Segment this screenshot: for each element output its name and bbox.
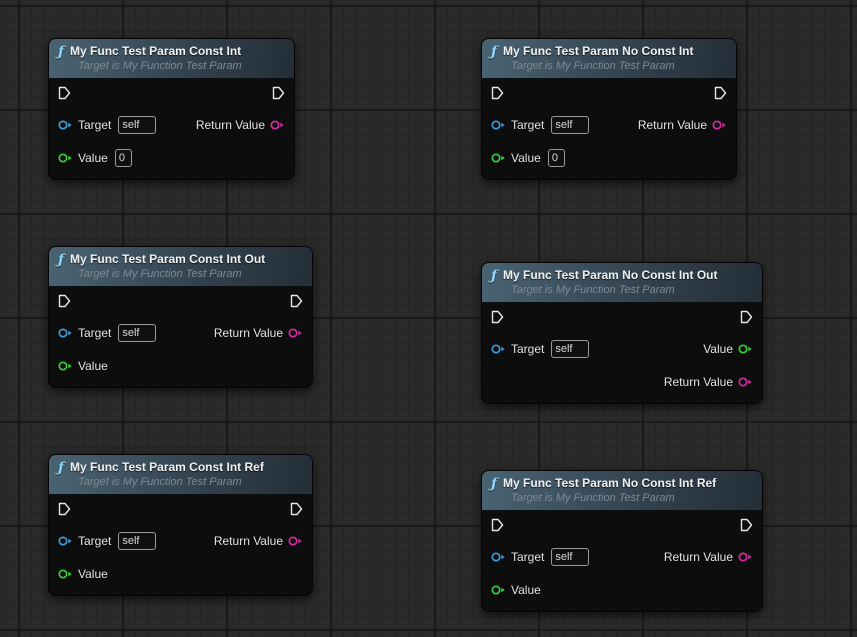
target-pin-label: Target bbox=[511, 118, 545, 132]
node-my-func-test-param-no-const-int[interactable]: ƒ My Func Test Param No Const Int Target… bbox=[481, 38, 737, 180]
exec-output-pin[interactable] bbox=[740, 518, 753, 532]
target-self-input[interactable] bbox=[118, 324, 157, 342]
node-body: Target Return Value Value bbox=[49, 287, 312, 387]
return-value-pin[interactable] bbox=[712, 119, 727, 131]
value-output-label: Value bbox=[703, 342, 733, 356]
exec-input-pin[interactable] bbox=[491, 518, 504, 532]
node-subtitle: Target is My Function Test Param bbox=[511, 60, 675, 72]
node-subtitle: Target is My Function Test Param bbox=[511, 284, 675, 296]
exec-input-pin[interactable] bbox=[58, 86, 71, 100]
target-self-input[interactable] bbox=[118, 532, 157, 550]
node-subtitle: Target is My Function Test Param bbox=[511, 492, 675, 504]
target-pin[interactable] bbox=[58, 535, 73, 547]
target-pin-label: Target bbox=[511, 342, 545, 356]
node-body: Target Return Value Value bbox=[482, 79, 736, 179]
node-title: My Func Test Param Const Int bbox=[70, 44, 242, 58]
node-subtitle: Target is My Function Test Param bbox=[78, 268, 242, 280]
exec-output-pin[interactable] bbox=[290, 294, 303, 308]
return-value-pin[interactable] bbox=[288, 535, 303, 547]
return-value-label: Return Value bbox=[637, 118, 707, 132]
node-title: My Func Test Param Const Int Out bbox=[70, 252, 266, 266]
function-icon: ƒ bbox=[491, 43, 498, 60]
exec-output-pin[interactable] bbox=[290, 502, 303, 516]
exec-input-pin[interactable] bbox=[58, 294, 71, 308]
node-title: My Func Test Param No Const Int bbox=[503, 44, 694, 58]
value-pin-label: Value bbox=[511, 151, 541, 165]
return-value-label: Return Value bbox=[663, 550, 733, 564]
value-pin-label: Value bbox=[511, 583, 541, 597]
return-value-pin[interactable] bbox=[270, 119, 285, 131]
node-my-func-test-param-const-int-ref[interactable]: ƒ My Func Test Param Const Int Ref Targe… bbox=[48, 454, 313, 596]
value-output-pin[interactable] bbox=[738, 343, 753, 355]
node-my-func-test-param-const-int-out[interactable]: ƒ My Func Test Param Const Int Out Targe… bbox=[48, 246, 313, 388]
function-icon: ƒ bbox=[58, 459, 65, 476]
node-header[interactable]: ƒ My Func Test Param Const Int Target is… bbox=[49, 39, 294, 79]
target-pin[interactable] bbox=[491, 551, 506, 563]
value-pin[interactable] bbox=[58, 568, 73, 580]
node-subtitle: Target is My Function Test Param bbox=[78, 60, 242, 72]
exec-output-pin[interactable] bbox=[714, 86, 727, 100]
return-value-label: Return Value bbox=[663, 375, 733, 389]
exec-input-pin[interactable] bbox=[491, 86, 504, 100]
node-body: Target Return Value Value bbox=[482, 511, 762, 611]
node-header[interactable]: ƒ My Func Test Param No Const Int Out Ta… bbox=[482, 263, 762, 303]
value-input[interactable] bbox=[114, 149, 132, 167]
target-pin[interactable] bbox=[491, 343, 506, 355]
exec-input-pin[interactable] bbox=[491, 310, 504, 324]
exec-output-pin[interactable] bbox=[272, 86, 285, 100]
target-pin[interactable] bbox=[58, 119, 73, 131]
return-value-label: Return Value bbox=[195, 118, 265, 132]
value-pin[interactable] bbox=[58, 152, 73, 164]
function-icon: ƒ bbox=[491, 475, 498, 492]
exec-output-pin[interactable] bbox=[740, 310, 753, 324]
target-pin[interactable] bbox=[491, 119, 506, 131]
function-icon: ƒ bbox=[58, 43, 65, 60]
target-pin-label: Target bbox=[78, 534, 112, 548]
target-self-input[interactable] bbox=[118, 116, 157, 134]
node-my-func-test-param-no-const-int-out[interactable]: ƒ My Func Test Param No Const Int Out Ta… bbox=[481, 262, 763, 404]
target-pin[interactable] bbox=[58, 327, 73, 339]
return-value-label: Return Value bbox=[213, 326, 283, 340]
target-pin-label: Target bbox=[78, 118, 112, 132]
node-header[interactable]: ƒ My Func Test Param No Const Int Target… bbox=[482, 39, 736, 79]
value-input[interactable] bbox=[547, 149, 565, 167]
node-subtitle: Target is My Function Test Param bbox=[78, 476, 242, 488]
value-pin-label: Value bbox=[78, 151, 108, 165]
value-pin-label: Value bbox=[78, 567, 108, 581]
return-value-pin[interactable] bbox=[288, 327, 303, 339]
value-pin[interactable] bbox=[491, 152, 506, 164]
node-title: My Func Test Param Const Int Ref bbox=[70, 460, 264, 474]
target-pin-label: Target bbox=[511, 550, 545, 564]
node-title: My Func Test Param No Const Int Ref bbox=[503, 476, 717, 490]
value-pin[interactable] bbox=[58, 360, 73, 372]
return-value-label: Return Value bbox=[213, 534, 283, 548]
node-body: Target Return Value Value bbox=[49, 495, 312, 595]
node-my-func-test-param-no-const-int-ref[interactable]: ƒ My Func Test Param No Const Int Ref Ta… bbox=[481, 470, 763, 612]
target-self-input[interactable] bbox=[551, 116, 590, 134]
target-self-input[interactable] bbox=[551, 548, 590, 566]
return-value-pin[interactable] bbox=[738, 551, 753, 563]
node-my-func-test-param-const-int[interactable]: ƒ My Func Test Param Const Int Target is… bbox=[48, 38, 295, 180]
value-pin-label: Value bbox=[78, 359, 108, 373]
function-icon: ƒ bbox=[58, 251, 65, 268]
target-pin-label: Target bbox=[78, 326, 112, 340]
node-header[interactable]: ƒ My Func Test Param Const Int Out Targe… bbox=[49, 247, 312, 287]
node-header[interactable]: ƒ My Func Test Param No Const Int Ref Ta… bbox=[482, 471, 762, 511]
node-title: My Func Test Param No Const Int Out bbox=[503, 268, 718, 282]
node-header[interactable]: ƒ My Func Test Param Const Int Ref Targe… bbox=[49, 455, 312, 495]
target-self-input[interactable] bbox=[551, 340, 590, 358]
node-body: Target Return Value Value bbox=[49, 79, 294, 179]
function-icon: ƒ bbox=[491, 267, 498, 284]
exec-input-pin[interactable] bbox=[58, 502, 71, 516]
return-value-pin[interactable] bbox=[738, 376, 753, 388]
node-body: Target Value Return Value bbox=[482, 303, 762, 403]
value-pin[interactable] bbox=[491, 584, 506, 596]
